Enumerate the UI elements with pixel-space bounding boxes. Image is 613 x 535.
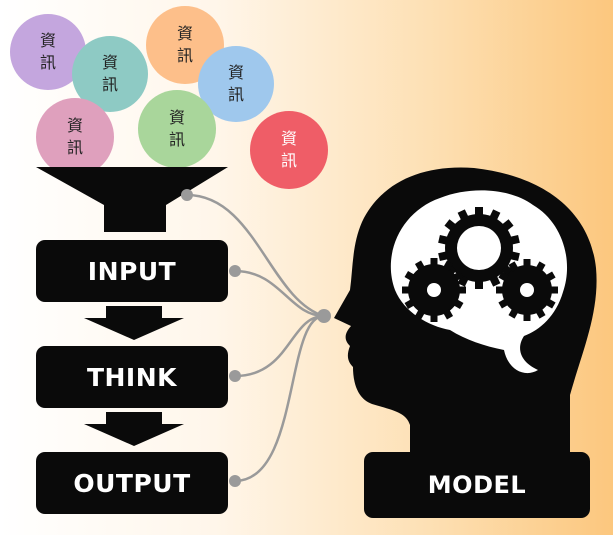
gear-tooth: [523, 259, 531, 267]
gear-tooth: [509, 251, 520, 262]
connector-dot-input: [229, 265, 241, 277]
gear-tooth: [438, 234, 449, 245]
gear-tooth: [535, 261, 546, 272]
gear-tooth: [458, 286, 466, 294]
gear-tooth: [442, 309, 454, 320]
gear-tooth: [496, 286, 504, 294]
down-arrow-think-output: [84, 412, 184, 446]
gear-tooth: [404, 270, 415, 282]
gear-tooth: [489, 209, 501, 221]
info-bubble-label: 資訊: [177, 24, 194, 65]
gear-tooth: [489, 275, 501, 287]
gear-tooth: [475, 207, 483, 216]
gear-tooth: [509, 234, 520, 245]
gear-tooth: [438, 251, 449, 262]
gear-icon: [438, 207, 520, 289]
down-arrow-input-think: [84, 306, 184, 340]
info-bubble-label: 資訊: [281, 129, 298, 170]
gear-tooth: [508, 308, 519, 319]
gear-tooth: [523, 313, 531, 321]
stage-output: OUTPUT: [36, 452, 228, 514]
info-bubble-label: 資訊: [102, 53, 119, 94]
funnel-shape: [36, 167, 228, 232]
gear-icon: [402, 258, 466, 322]
gear-tooth: [457, 209, 469, 221]
stage-think-label: THINK: [86, 362, 178, 392]
gear-tooth: [498, 271, 509, 282]
model-label: MODEL: [427, 471, 527, 499]
stage-input: INPUT: [36, 240, 228, 302]
info-bubble-red: 資訊: [250, 111, 328, 189]
gear-tooth: [508, 261, 519, 272]
model-box: MODEL: [364, 452, 590, 518]
info-bubble-label: 資訊: [228, 63, 245, 104]
gear-tooth: [501, 219, 514, 232]
gear-tooth: [430, 258, 438, 266]
connector-dot-head: [317, 309, 331, 323]
info-bubble-pink: 資訊: [36, 98, 114, 176]
info-bubble-teal: 資訊: [72, 36, 148, 112]
connector-output: [234, 314, 325, 483]
gear-tooth: [444, 219, 457, 232]
stage-think: THINK: [36, 346, 228, 408]
connector-dot-funnel: [181, 189, 193, 201]
info-bubble-blue: 資訊: [198, 46, 274, 122]
gear-tooth: [402, 286, 410, 294]
gear-tooth: [453, 298, 464, 310]
info-bubble-label: 資訊: [40, 31, 57, 72]
stage-input-label: INPUT: [87, 256, 177, 286]
gear-tooth: [414, 260, 426, 271]
connector-input: [234, 269, 325, 318]
gear-tooth: [404, 298, 415, 310]
gear-tooth: [535, 308, 546, 319]
gear-tooth: [498, 298, 509, 309]
stage-output-label: OUTPUT: [73, 468, 191, 498]
gear-tooth: [545, 298, 556, 309]
gear-tooth: [414, 309, 426, 320]
gear-tooth: [475, 280, 483, 289]
gear-tooth: [545, 271, 556, 282]
info-bubble-green: 資訊: [138, 90, 216, 168]
connector-dot-output: [229, 475, 241, 487]
connector-funnel: [186, 193, 325, 318]
connector-think: [234, 314, 325, 378]
gear-tooth: [430, 314, 438, 322]
gear-icon: [496, 259, 558, 321]
gear-tooth: [550, 286, 558, 294]
info-bubble-label: 資訊: [67, 116, 84, 157]
info-bubble-purple: 資訊: [10, 14, 86, 90]
connector-lines: [186, 193, 325, 483]
info-bubble-label: 資訊: [169, 108, 186, 149]
gear-tooth: [442, 260, 454, 271]
connector-dot-think: [229, 370, 241, 382]
gear-tooth: [453, 270, 464, 282]
